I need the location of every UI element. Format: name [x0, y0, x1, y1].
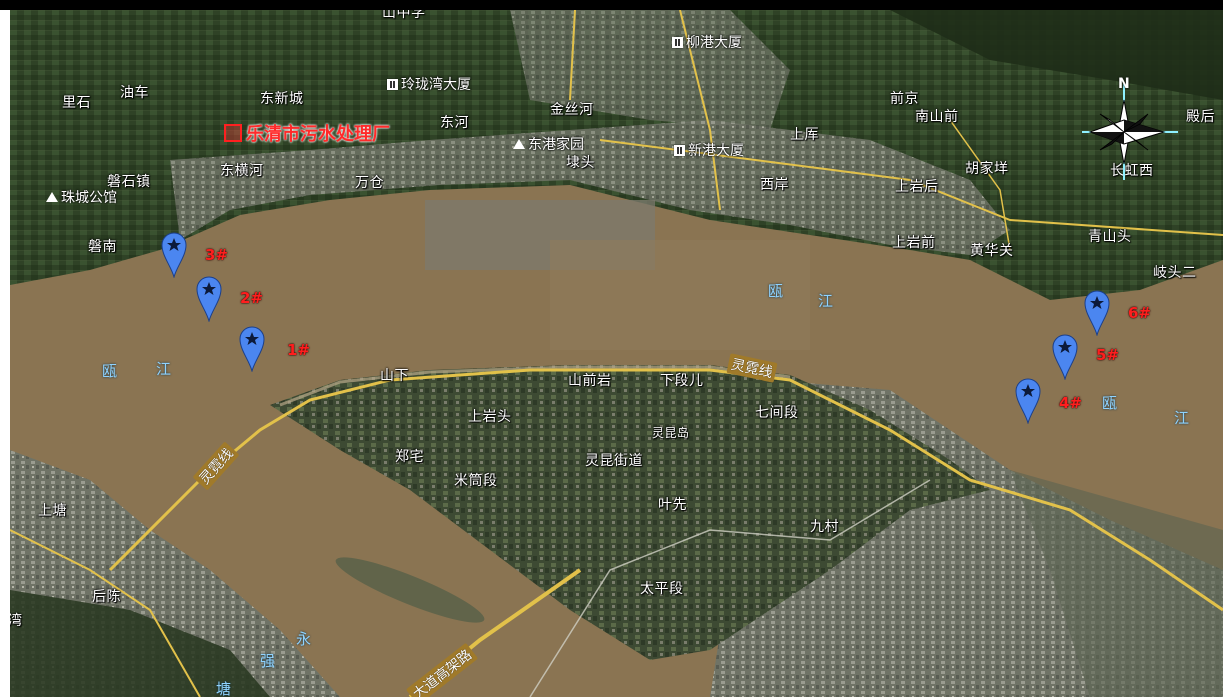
place-label: 岐头二 — [1153, 265, 1197, 281]
north-hills — [890, 10, 1223, 100]
pin-icon[interactable] — [1015, 378, 1041, 424]
north-urban-2 — [510, 10, 790, 130]
place-label: 里石 — [62, 95, 91, 111]
sandbar — [335, 557, 485, 623]
house-icon — [513, 139, 525, 149]
wastewater-plant-label: 乐清市污水处理厂 — [246, 124, 390, 145]
water-label: 瓯 — [768, 282, 786, 300]
map-imagery — [10, 10, 1223, 697]
place-label: 灵昆街道 — [585, 453, 643, 469]
poi-donggangjiayuan[interactable]: 东港家园 — [513, 134, 584, 154]
pin-label: 6# — [1128, 304, 1152, 322]
building-icon — [672, 37, 683, 48]
water-label: 瓯 — [1102, 394, 1120, 412]
pin-icon[interactable] — [196, 276, 222, 322]
place-label: 上岩头 — [468, 409, 512, 425]
water-label: 江 — [156, 360, 174, 378]
water-patch-2 — [550, 240, 810, 350]
water-label: 永 — [296, 630, 314, 648]
poi-xingang[interactable]: 新港大厦 — [674, 140, 744, 160]
building-icon — [387, 79, 398, 90]
place-label: 山下 — [380, 368, 409, 384]
place-label: 米筒段 — [454, 473, 498, 489]
place-label: 上岩前 — [892, 235, 936, 251]
place-label: 上岩后 — [895, 179, 939, 195]
place-label: 太平段 — [640, 581, 684, 597]
place-label: 西岸 — [760, 177, 789, 193]
pin-icon[interactable] — [239, 326, 265, 372]
water-label: 江 — [1174, 409, 1192, 427]
compass-rose-icon — [1082, 84, 1178, 180]
satellite-map[interactable]: 柳港大厦 玲珑湾大厦 东港家园 新港大厦 珠城公馆 山中学 里石 油车 东新城 … — [10, 10, 1223, 697]
place-label: 金丝河 — [550, 102, 594, 118]
place-label: 上塘 — [38, 503, 67, 519]
place-label: 黄华关 — [970, 243, 1014, 259]
pin-label: 3# — [205, 246, 229, 264]
place-label: 东新城 — [260, 91, 304, 107]
place-label: 下段儿 — [660, 373, 704, 389]
road-north-3 — [599, 139, 1223, 236]
place-label: 前京 — [890, 91, 919, 107]
lingxia-line-road — [108, 368, 1223, 612]
pin-icon[interactable] — [1052, 334, 1078, 380]
road-north-2 — [679, 10, 721, 211]
wastewater-plant-marker[interactable] — [224, 124, 242, 142]
compass-north-label: N — [1118, 76, 1130, 92]
road-north-4 — [949, 119, 1011, 251]
house-icon — [46, 192, 58, 202]
building-icon — [674, 145, 685, 156]
water-label: 瓯 — [102, 362, 120, 380]
poi-liugang[interactable]: 柳港大厦 — [672, 32, 742, 52]
place-label: 油车 — [120, 85, 149, 101]
place-label: 磐石镇 — [107, 174, 151, 190]
place-label: 后陈 — [92, 589, 121, 605]
place-label: 叶先 — [658, 497, 687, 513]
place-label: 郑宅 — [395, 449, 424, 465]
place-label: 灵昆岛 — [652, 426, 690, 440]
water-label: 强 — [260, 652, 278, 670]
poi-zhucheng[interactable]: 珠城公馆 — [46, 187, 117, 207]
pin-label: 5# — [1096, 346, 1120, 364]
pin-label: 1# — [287, 341, 311, 359]
island-road — [529, 479, 931, 697]
place-label: 东河 — [440, 115, 469, 131]
place-label: 九村 — [810, 519, 839, 535]
place-label: 万仓 — [355, 175, 384, 191]
place-label: 磐南 — [88, 239, 117, 255]
pin-icon[interactable] — [161, 232, 187, 278]
top-border-bar — [0, 0, 1223, 10]
southeast-fields — [1010, 470, 1223, 697]
place-label: 南山前 — [915, 109, 959, 125]
place-label: 东横河 — [220, 163, 264, 179]
island-shore — [279, 365, 791, 407]
place-label: 长虹西 — [1110, 163, 1154, 179]
place-label: 山前岩 — [568, 373, 612, 389]
north-urban — [170, 120, 1010, 255]
poi-linglong[interactable]: 玲珑湾大厦 — [387, 74, 471, 94]
road-southwest — [10, 529, 201, 697]
water-label: 江 — [818, 292, 836, 310]
lingkun-island — [270, 365, 990, 660]
place-label: 湾 — [10, 613, 23, 629]
pin-label: 4# — [1059, 394, 1083, 412]
place-label: 七间段 — [755, 405, 799, 421]
place-label: 埭头 — [566, 155, 595, 171]
place-label: 殿后 — [1186, 109, 1215, 125]
southwest-hills — [10, 590, 270, 697]
place-label: 上厍 — [790, 127, 819, 143]
water-label: 塘 — [216, 680, 234, 697]
pin-icon[interactable] — [1084, 290, 1110, 336]
place-label: 胡家垟 — [965, 161, 1009, 177]
road-north-1 — [569, 10, 576, 101]
place-label: 山中学 — [382, 10, 426, 21]
pin-label: 2# — [240, 289, 264, 307]
place-label: 青山头 — [1088, 229, 1132, 245]
